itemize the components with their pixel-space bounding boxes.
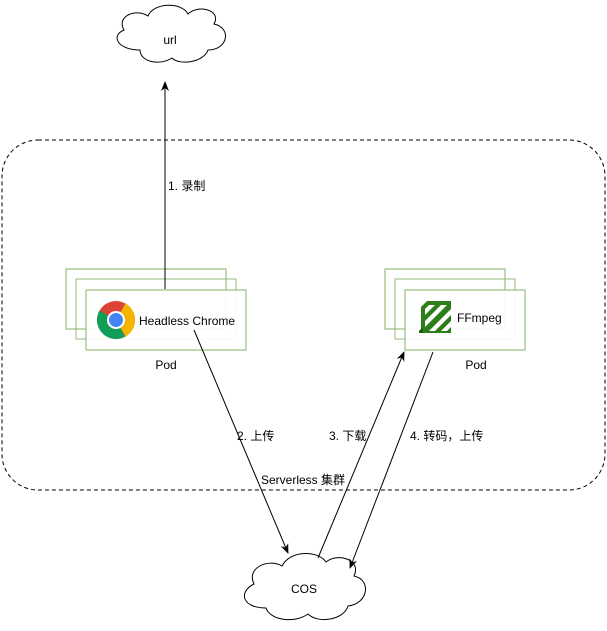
upload-arrow — [193, 329, 289, 554]
headless-chrome-pod: Headless Chrome Pod — [65, 268, 247, 372]
record-step-label: 1. 录制 — [168, 179, 205, 193]
cos-cloud-label: COS — [291, 582, 317, 596]
ffmpeg-icon — [419, 301, 451, 333]
transcode-upload-arrow — [349, 351, 434, 569]
upload-step-label: 2. 上传 — [237, 428, 274, 443]
url-cloud-label: url — [163, 33, 176, 47]
url-cloud: url — [116, 4, 226, 63]
download-arrow — [317, 351, 405, 559]
transcode-step-label: 4. 转码，上传 — [410, 428, 483, 443]
serverless-cluster-container — [1, 139, 606, 491]
chrome-icon — [97, 301, 135, 339]
serverless-cluster-label: Serverless 集群 — [261, 472, 345, 487]
headless-chrome-pod-caption: Pod — [155, 358, 176, 372]
headless-chrome-label: Headless Chrome — [139, 314, 235, 328]
ffmpeg-pod-caption: Pod — [465, 358, 486, 372]
ffmpeg-pod: FFmpeg Pod — [384, 268, 526, 372]
download-step-label: 3. 下载 — [329, 429, 366, 443]
cos-cloud: COS — [243, 553, 366, 621]
ffmpeg-label: FFmpeg — [457, 311, 502, 325]
